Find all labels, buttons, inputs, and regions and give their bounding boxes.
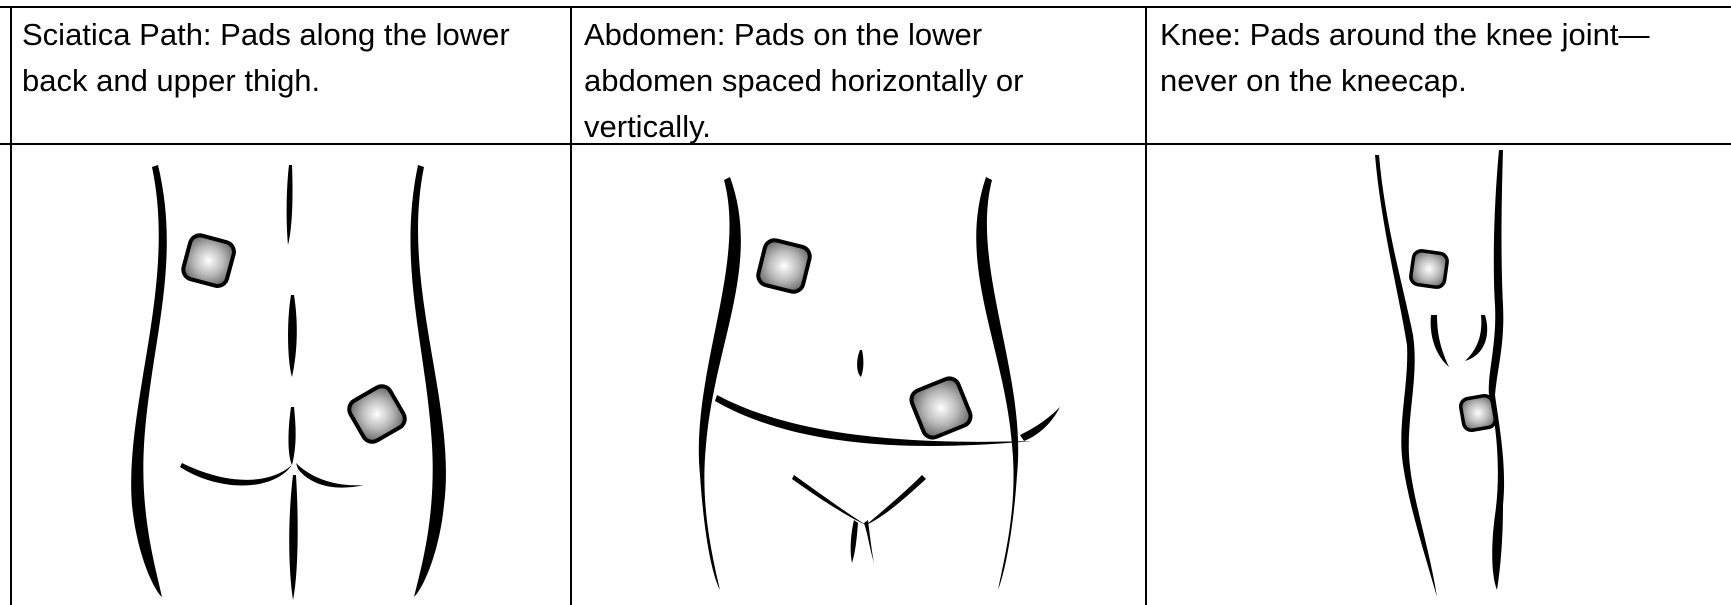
spine-upper xyxy=(287,165,293,245)
left-gluteal-fold xyxy=(180,463,292,486)
lower-back-illustration xyxy=(12,145,570,605)
table-top-border xyxy=(0,6,1731,8)
electrode-pad-upper-thigh xyxy=(346,383,409,446)
caption-knee: Knee: Pads around the knee joint—never o… xyxy=(1160,12,1720,104)
navel xyxy=(857,350,863,377)
electrode-pad-upper-abdomen xyxy=(756,238,812,294)
left-waist-outline xyxy=(699,177,741,590)
left-groin-line xyxy=(792,475,866,525)
left-body-outline xyxy=(131,165,167,597)
abdomen-illustration xyxy=(572,145,1145,605)
hip-line xyxy=(715,395,1032,446)
left-leg-outline xyxy=(1375,155,1437,597)
kneecap-left-line xyxy=(1431,315,1449,367)
right-waist-outline xyxy=(976,177,1018,590)
right-body-outline xyxy=(410,165,445,597)
knee-illustration xyxy=(1147,145,1731,605)
lower-back-figure xyxy=(12,145,570,605)
kneecap-right-line xyxy=(1465,315,1487,361)
right-gluteal-fold xyxy=(296,463,364,488)
electrode-pad-below-knee xyxy=(1459,394,1496,431)
electrode-pad-upper-back xyxy=(181,233,236,288)
gluteal-cleft xyxy=(289,475,297,600)
groin-left-stem xyxy=(851,520,858,563)
hip-line-right xyxy=(1020,407,1060,441)
abdomen-figure xyxy=(572,145,1145,605)
right-leg-outline xyxy=(1489,150,1504,590)
caption-sciatica: Sciatica Path: Pads along the lower back… xyxy=(22,12,562,104)
groin-right-stem xyxy=(864,520,874,563)
spine-lower xyxy=(288,407,295,465)
electrode-pad-lower-abdomen xyxy=(908,375,973,440)
caption-abdomen: Abdomen: Pads on the lower abdomen space… xyxy=(584,12,1104,150)
spine-middle xyxy=(288,295,297,377)
knee-figure xyxy=(1147,145,1731,605)
right-groin-line xyxy=(866,475,926,525)
electrode-pad-above-knee xyxy=(1410,250,1448,288)
